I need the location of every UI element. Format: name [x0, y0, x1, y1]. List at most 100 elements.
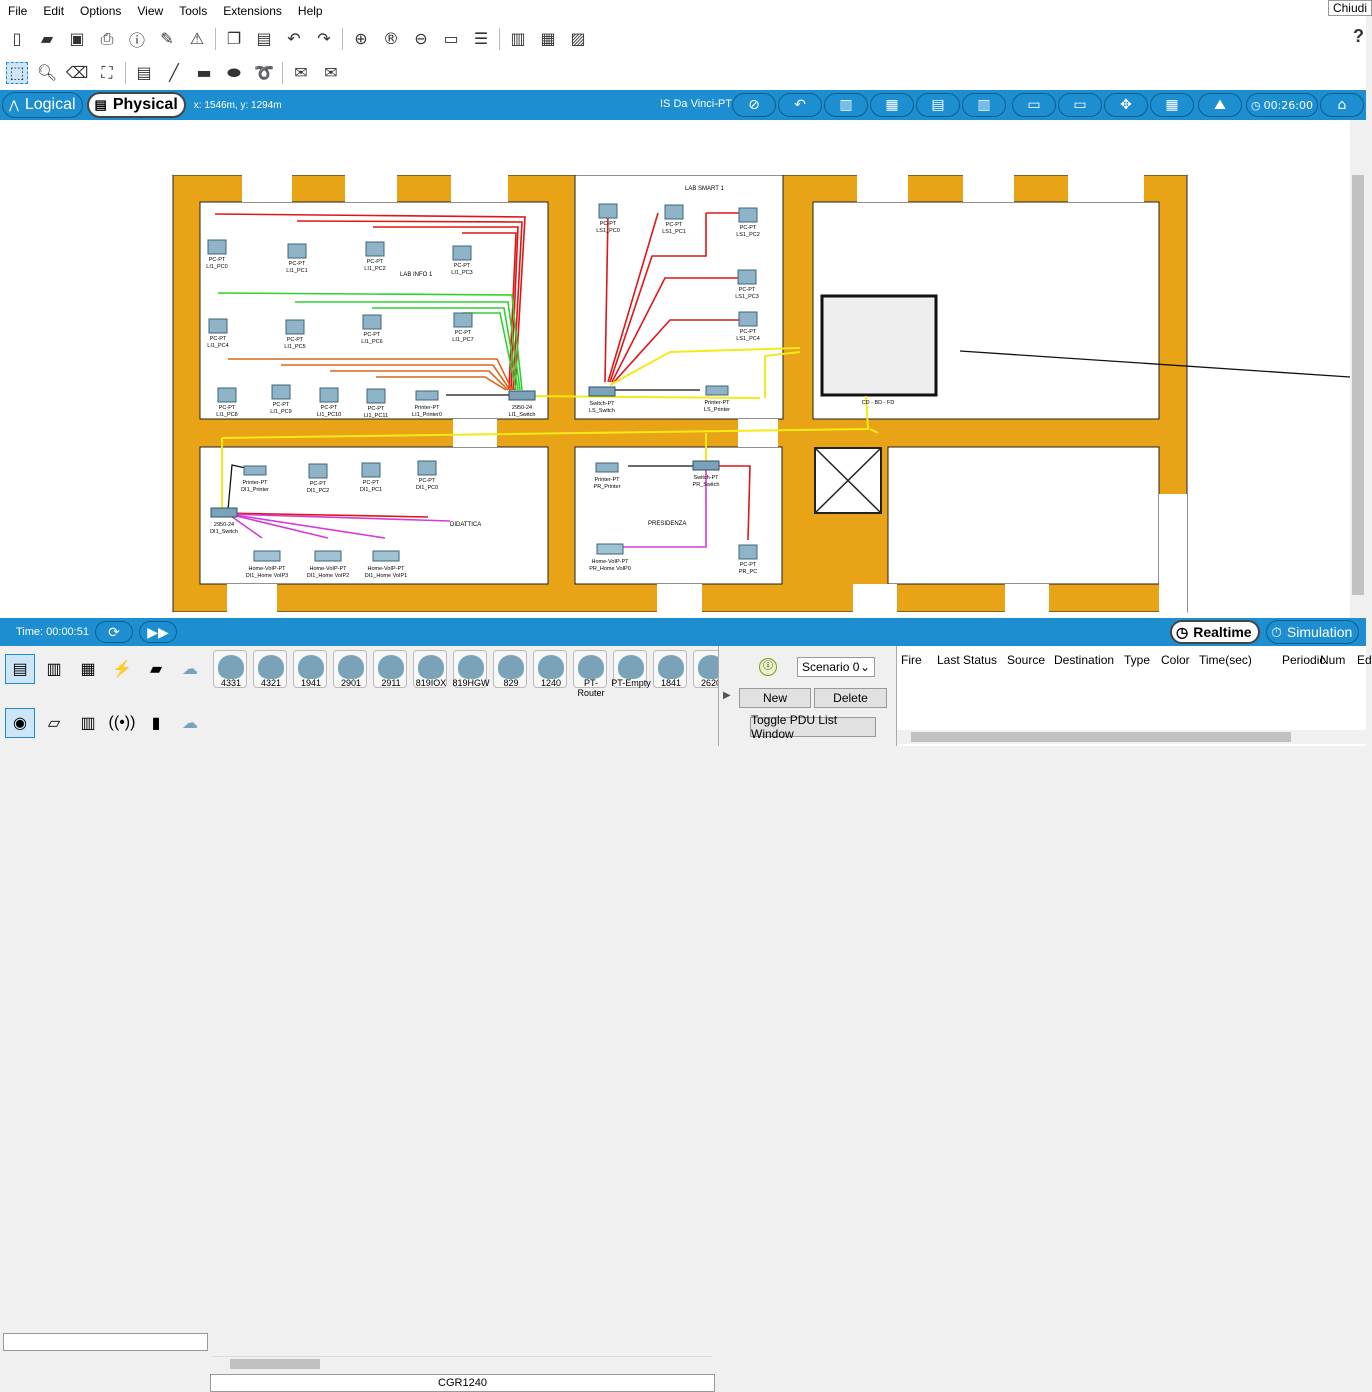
undo-icon[interactable]: ↶: [287, 29, 301, 48]
copy-icon[interactable]: ❐: [226, 29, 242, 48]
scenario-select[interactable]: Scenario 0⌄: [797, 657, 875, 677]
security-icon[interactable]: ▮: [151, 715, 161, 732]
components-icon[interactable]: ▦: [80, 661, 96, 678]
menu-view[interactable]: View: [137, 4, 164, 18]
save-icon[interactable]: ▣: [69, 29, 85, 48]
expand-arrow-icon[interactable]: ▶: [723, 690, 731, 701]
power-cycle-icon[interactable]: ⟳: [94, 621, 133, 643]
miscellaneous-icon[interactable]: ▰: [149, 661, 163, 678]
menu-tools[interactable]: Tools: [179, 4, 208, 18]
home-icon[interactable]: ⌂: [1320, 93, 1364, 117]
background-image-icon[interactable]: ⛰: [1198, 93, 1242, 117]
pdu-horizontal-scrollbar[interactable]: [897, 730, 1367, 744]
line-icon[interactable]: ╱: [169, 63, 179, 82]
tab-logical[interactable]: ⋀Logical: [2, 92, 83, 118]
select-icon[interactable]: ⬚: [6, 61, 28, 84]
back-icon[interactable]: ↶: [778, 93, 822, 117]
complex-pdu-icon[interactable]: ✉: [324, 63, 338, 82]
drawing-palette-icon[interactable]: ▭: [443, 29, 459, 48]
hubs-icon[interactable]: ▥: [80, 715, 96, 732]
end-devices-icon[interactable]: ▥: [46, 661, 62, 678]
fast-forward-icon[interactable]: ▶▶: [138, 621, 177, 643]
info-icon[interactable]: ⓘ: [759, 658, 777, 676]
vertical-scrollbar[interactable]: [1350, 120, 1366, 618]
delete-scenario-button[interactable]: Delete: [814, 688, 887, 708]
info-icon[interactable]: ⓘ: [128, 30, 145, 50]
realtime-mode-button[interactable]: ◷Realtime: [1170, 620, 1260, 644]
device-list-icon[interactable]: ▦: [540, 29, 556, 48]
device-model-pt-router[interactable]: PT-Router: [573, 650, 607, 698]
new-file-icon[interactable]: ▯: [12, 29, 22, 48]
clock-button[interactable]: ◷00:26:00: [1246, 93, 1318, 117]
simple-pdu-icon[interactable]: ✉: [294, 63, 308, 82]
routers-icon[interactable]: ◉: [5, 708, 35, 738]
horizontal-scrollbar[interactable]: [212, 1356, 712, 1370]
rectangle-icon[interactable]: ▬: [196, 63, 212, 82]
switches-icon[interactable]: ▱: [47, 715, 61, 732]
zoom-in-icon[interactable]: ⊕: [354, 29, 368, 48]
toggle-pdu-list-button[interactable]: Toggle PDU List Window: [750, 713, 876, 741]
zoom-reset-icon[interactable]: ®: [383, 29, 399, 48]
new-closet-icon[interactable]: ▤: [916, 93, 960, 117]
help-icon[interactable]: ?: [1353, 26, 1364, 46]
note-icon[interactable]: ▤: [136, 63, 152, 82]
connections-icon[interactable]: ⚡: [112, 661, 132, 678]
menu-file[interactable]: File: [8, 4, 28, 18]
simulation-mode-button[interactable]: ⏱Simulation: [1266, 620, 1360, 644]
device-model-829[interactable]: 829: [493, 650, 527, 688]
device-model-4321[interactable]: 4321: [253, 650, 287, 688]
distribution-closet[interactable]: [820, 294, 938, 397]
menu-extensions[interactable]: Extensions: [223, 4, 282, 18]
freeform-icon[interactable]: ➰: [254, 63, 274, 82]
move-icon[interactable]: ✥: [1104, 93, 1148, 117]
paste-icon[interactable]: ▤: [256, 29, 272, 48]
menu-help[interactable]: Help: [297, 4, 323, 18]
device-model-2901[interactable]: 2901: [333, 650, 367, 688]
zoom-out-icon[interactable]: ⊖: [414, 29, 428, 48]
device-model-819hgw[interactable]: 819HGW: [452, 650, 490, 688]
delete-icon[interactable]: ⌫: [65, 63, 89, 82]
activity-wizard-icon[interactable]: ⚠: [189, 29, 205, 48]
screenshot-icon[interactable]: ▨: [570, 29, 586, 48]
device-cd-bd-fd[interactable]: CD - BD - FD: [862, 400, 895, 406]
wan-emulation-icon[interactable]: ☁: [182, 715, 198, 732]
wireless-icon[interactable]: ((•)): [108, 714, 136, 731]
new-container-icon[interactable]: ▭: [1058, 93, 1102, 117]
network-devices-icon[interactable]: ▤: [5, 654, 35, 684]
inspect-icon[interactable]: 🔍︎: [36, 63, 58, 82]
navigation-icon[interactable]: ⊘: [732, 93, 776, 117]
scroll-thumb[interactable]: [230, 1359, 320, 1369]
new-building-icon[interactable]: ▦: [870, 93, 914, 117]
device-model-819iox[interactable]: 819IOX: [413, 650, 447, 688]
device-model-4331[interactable]: 4331: [213, 650, 247, 688]
ellipse-icon[interactable]: ⬬: [227, 62, 241, 82]
